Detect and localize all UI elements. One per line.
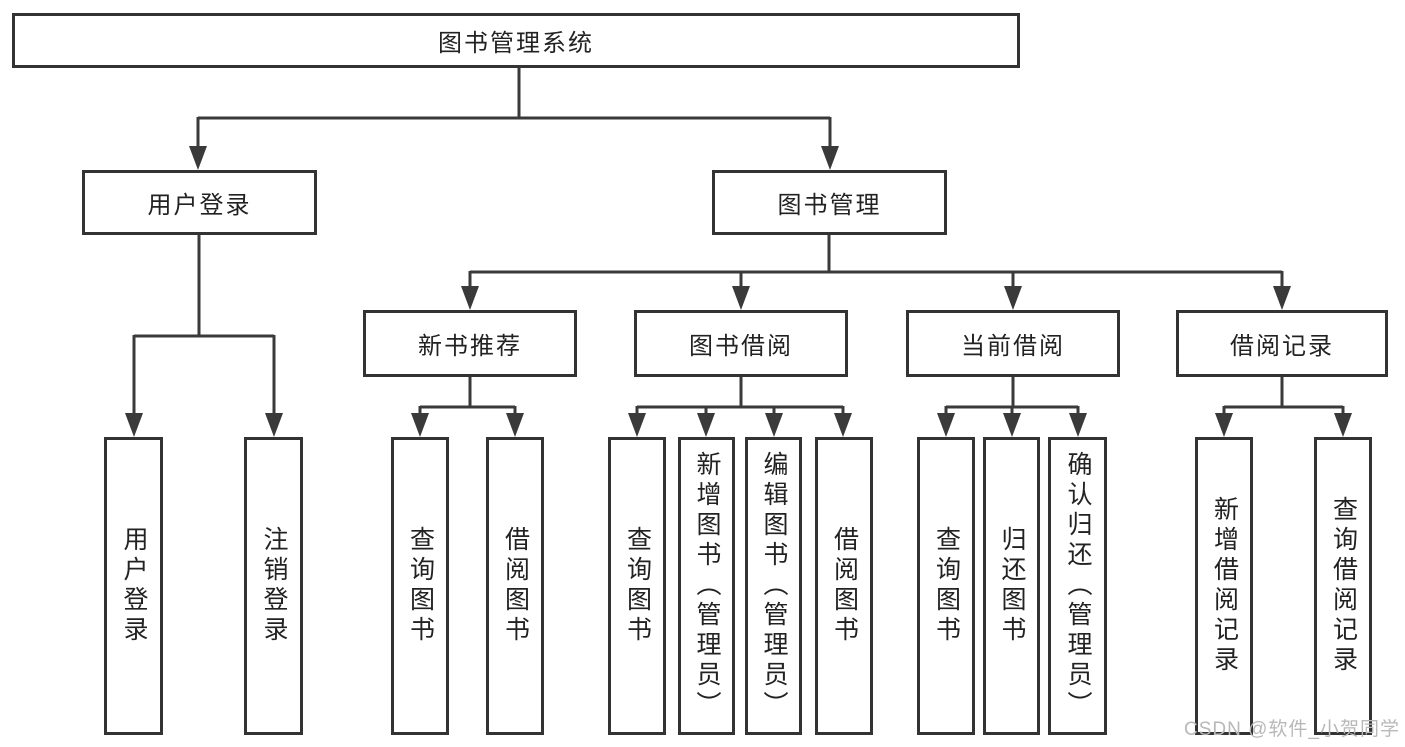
leaf-confirm-return-admin: 确认归还（管理员） [1048,437,1107,735]
node-current-borrow-label: 当前借阅 [961,333,1065,360]
leaf-query-borrow-record-label: 查询借阅记录 [1329,496,1358,676]
node-current-borrow: 当前借阅 [906,310,1120,377]
leaf-add-book-admin: 新增图书（管理员） [678,437,735,735]
leaf-edit-book-admin-label: 编辑图书（管理员） [760,451,788,721]
node-borrow-records: 借阅记录 [1176,310,1388,377]
node-root-label: 图书管理系统 [438,30,594,57]
node-borrow-records-label: 借阅记录 [1230,333,1334,360]
node-root: 图书管理系统 [12,13,1020,68]
leaf-query-books-recommend-label: 查询图书 [406,526,435,646]
leaf-query-books-current-label: 查询图书 [932,526,961,646]
leaf-logout: 注销登录 [244,437,303,735]
leaf-return-books-label: 归还图书 [998,526,1026,646]
node-user-login-label: 用户登录 [147,192,252,219]
leaf-query-borrow-record: 查询借阅记录 [1314,437,1372,735]
leaf-borrow-books: 借阅图书 [815,437,873,735]
leaf-borrow-books-label: 借阅图书 [830,526,859,646]
leaf-logout-label: 注销登录 [260,526,288,646]
leaf-add-borrow-record: 新增借阅记录 [1195,437,1253,735]
leaf-confirm-return-admin-label: 确认归还（管理员） [1064,451,1092,721]
leaf-add-book-admin-label: 新增图书（管理员） [693,451,721,721]
node-new-book-recommend: 新书推荐 [363,310,577,377]
leaf-edit-book-admin: 编辑图书（管理员） [745,437,802,735]
leaf-borrow-books-recommend: 借阅图书 [486,437,544,735]
leaf-return-books: 归还图书 [983,437,1040,735]
csdn-watermark: CSDN @软件_小贺同学 [1184,719,1400,740]
leaf-query-books-current: 查询图书 [917,437,975,735]
leaf-user-login-label: 用户登录 [120,526,148,646]
arrowhead-group [125,146,1352,437]
leaf-user-login: 用户登录 [104,437,163,735]
leaf-query-books-recommend: 查询图书 [391,437,449,735]
leaf-query-books-borrow: 查询图书 [608,437,666,735]
node-book-borrow-label: 图书借阅 [689,333,793,360]
node-book-borrow: 图书借阅 [634,310,848,377]
node-book-management: 图书管理 [712,170,947,235]
leaf-borrow-books-recommend-label: 借阅图书 [501,526,530,646]
node-new-book-recommend-label: 新书推荐 [418,333,522,360]
node-user-login: 用户登录 [82,170,317,235]
leaf-add-borrow-record-label: 新增借阅记录 [1210,496,1239,676]
leaf-query-books-borrow-label: 查询图书 [623,526,652,646]
node-book-management-label: 图书管理 [777,192,882,219]
